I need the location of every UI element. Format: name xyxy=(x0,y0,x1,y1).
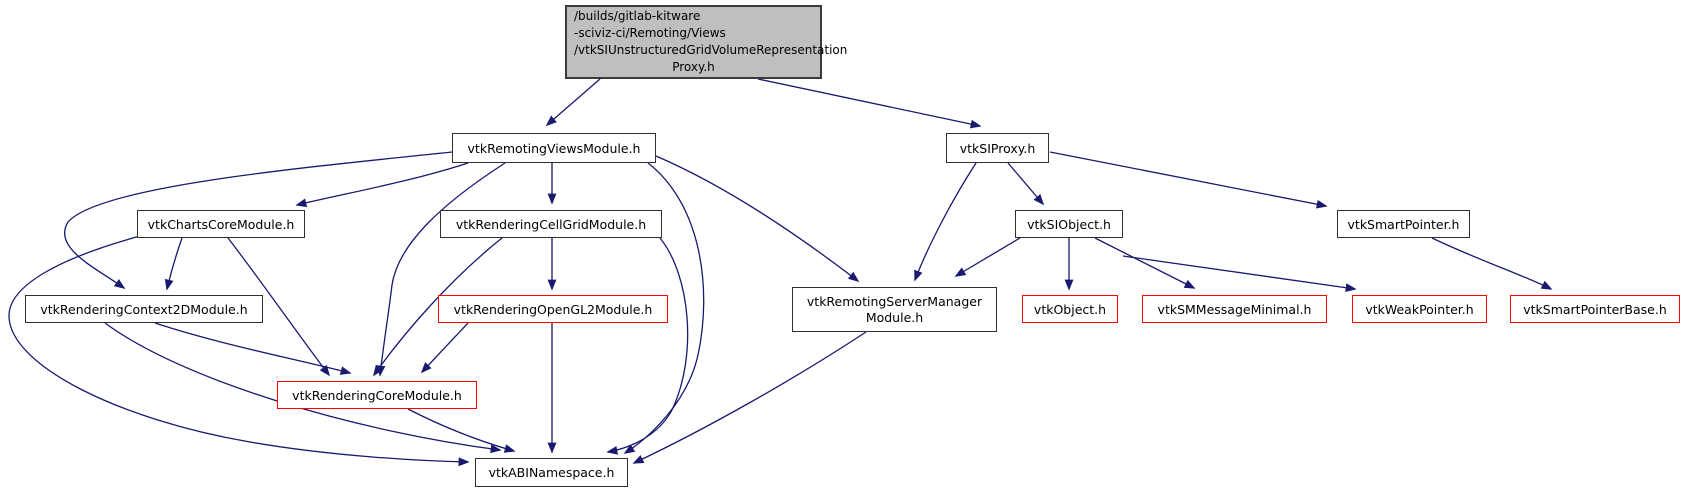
node-charts-core-module[interactable]: vtkChartsCoreModule.h xyxy=(137,210,305,238)
edge-context2d-core-module xyxy=(154,322,352,375)
edge-server-manager-abi xyxy=(632,331,867,464)
edge-remoting-views-server-manager xyxy=(655,155,860,283)
edge-remoting-views-core-module xyxy=(376,162,506,377)
node-rendering-context2d-module[interactable]: vtkRenderingContext2DModule.h xyxy=(25,295,263,323)
node-abi-namespace[interactable]: vtkABINamespace.h xyxy=(475,458,628,487)
edge-si-proxy-server-manager xyxy=(914,162,977,282)
edge-cell-grid-core-module xyxy=(373,237,503,377)
node-si-object[interactable]: vtkSIObject.h xyxy=(1015,210,1123,238)
root-line-2: -sciviz-ci/Remoting/Views xyxy=(574,26,726,40)
edge-si-object-server-manager xyxy=(954,237,1021,277)
edge-root-si-proxy xyxy=(757,78,982,129)
node-rendering-cell-grid-module[interactable]: vtkRenderingCellGridModule.h xyxy=(440,210,662,238)
edge-si-proxy-si-object xyxy=(1007,162,1045,206)
node-rendering-core-module[interactable]: vtkRenderingCoreModule.h xyxy=(277,381,477,409)
edge-remoting-views-context2d xyxy=(64,151,453,289)
node-sm-message-minimal[interactable]: vtkSMMessageMinimal.h xyxy=(1142,295,1327,323)
node-remoting-server-manager-module[interactable]: vtkRemotingServerManager Module.h xyxy=(792,287,997,332)
edge-si-object-sm-message-minimal xyxy=(1094,237,1196,289)
edge-root-remoting-views xyxy=(545,78,601,127)
edge-si-object-weak-pointer xyxy=(1122,255,1357,293)
edge-charts-core-context2d xyxy=(164,237,183,291)
node-si-proxy[interactable]: vtkSIProxy.h xyxy=(946,133,1049,163)
node-smart-pointer[interactable]: vtkSmartPointer.h xyxy=(1337,210,1470,238)
node-rendering-opengl2-module[interactable]: vtkRenderingOpenGL2Module.h xyxy=(438,295,668,323)
server-manager-line-1: vtkRemotingServerManager xyxy=(806,293,983,309)
node-remoting-views-module[interactable]: vtkRemotingViewsModule.h xyxy=(452,133,656,163)
edge-remoting-views-charts-core xyxy=(295,162,469,208)
node-smart-pointer-base[interactable]: vtkSmartPointerBase.h xyxy=(1510,295,1680,323)
root-line-4: Proxy.h xyxy=(672,60,715,74)
edge-smart-pointer-smart-pointer-base xyxy=(1431,237,1553,290)
node-vtk-object[interactable]: vtkObject.h xyxy=(1022,295,1118,323)
node-root-header: /builds/gitlab-kitware -sciviz-ci/Remoti… xyxy=(565,5,847,79)
edge-si-proxy-smart-pointer xyxy=(1049,151,1328,209)
edge-core-module-abi xyxy=(407,408,516,453)
root-line-3: /vtkSIUnstructuredGridVolumeRepresentati… xyxy=(574,43,848,57)
server-manager-line-2: Module.h xyxy=(865,309,924,325)
root-line-1: /builds/gitlab-kitware xyxy=(574,9,701,23)
edge-charts-core-core-module xyxy=(227,237,331,377)
node-weak-pointer[interactable]: vtkWeakPointer.h xyxy=(1352,295,1487,323)
edge-cell-grid-abi xyxy=(606,237,689,455)
edge-remoting-views-abi xyxy=(623,162,705,454)
edge-opengl2-core-module xyxy=(420,322,469,374)
edge-charts-core-abi xyxy=(8,235,470,467)
